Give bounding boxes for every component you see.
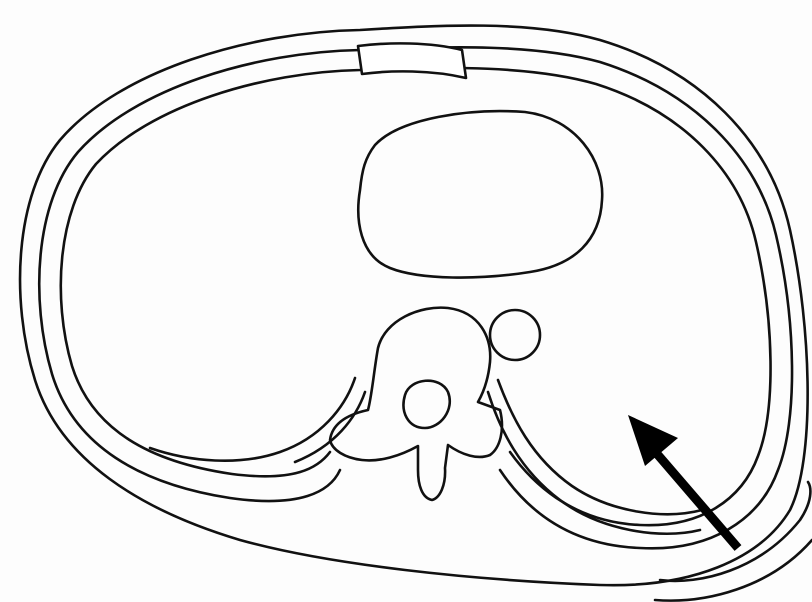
outer-body-contour xyxy=(20,26,808,586)
arrow-pointer xyxy=(628,415,738,548)
aorta xyxy=(490,310,540,360)
arrow-head xyxy=(628,415,678,466)
spinal-canal xyxy=(404,381,450,428)
vertebral-body xyxy=(330,308,502,500)
posterior-right-rib xyxy=(488,380,702,534)
posterior-left-rib xyxy=(150,378,365,462)
heart xyxy=(358,111,602,277)
sternum-segment xyxy=(358,43,466,78)
